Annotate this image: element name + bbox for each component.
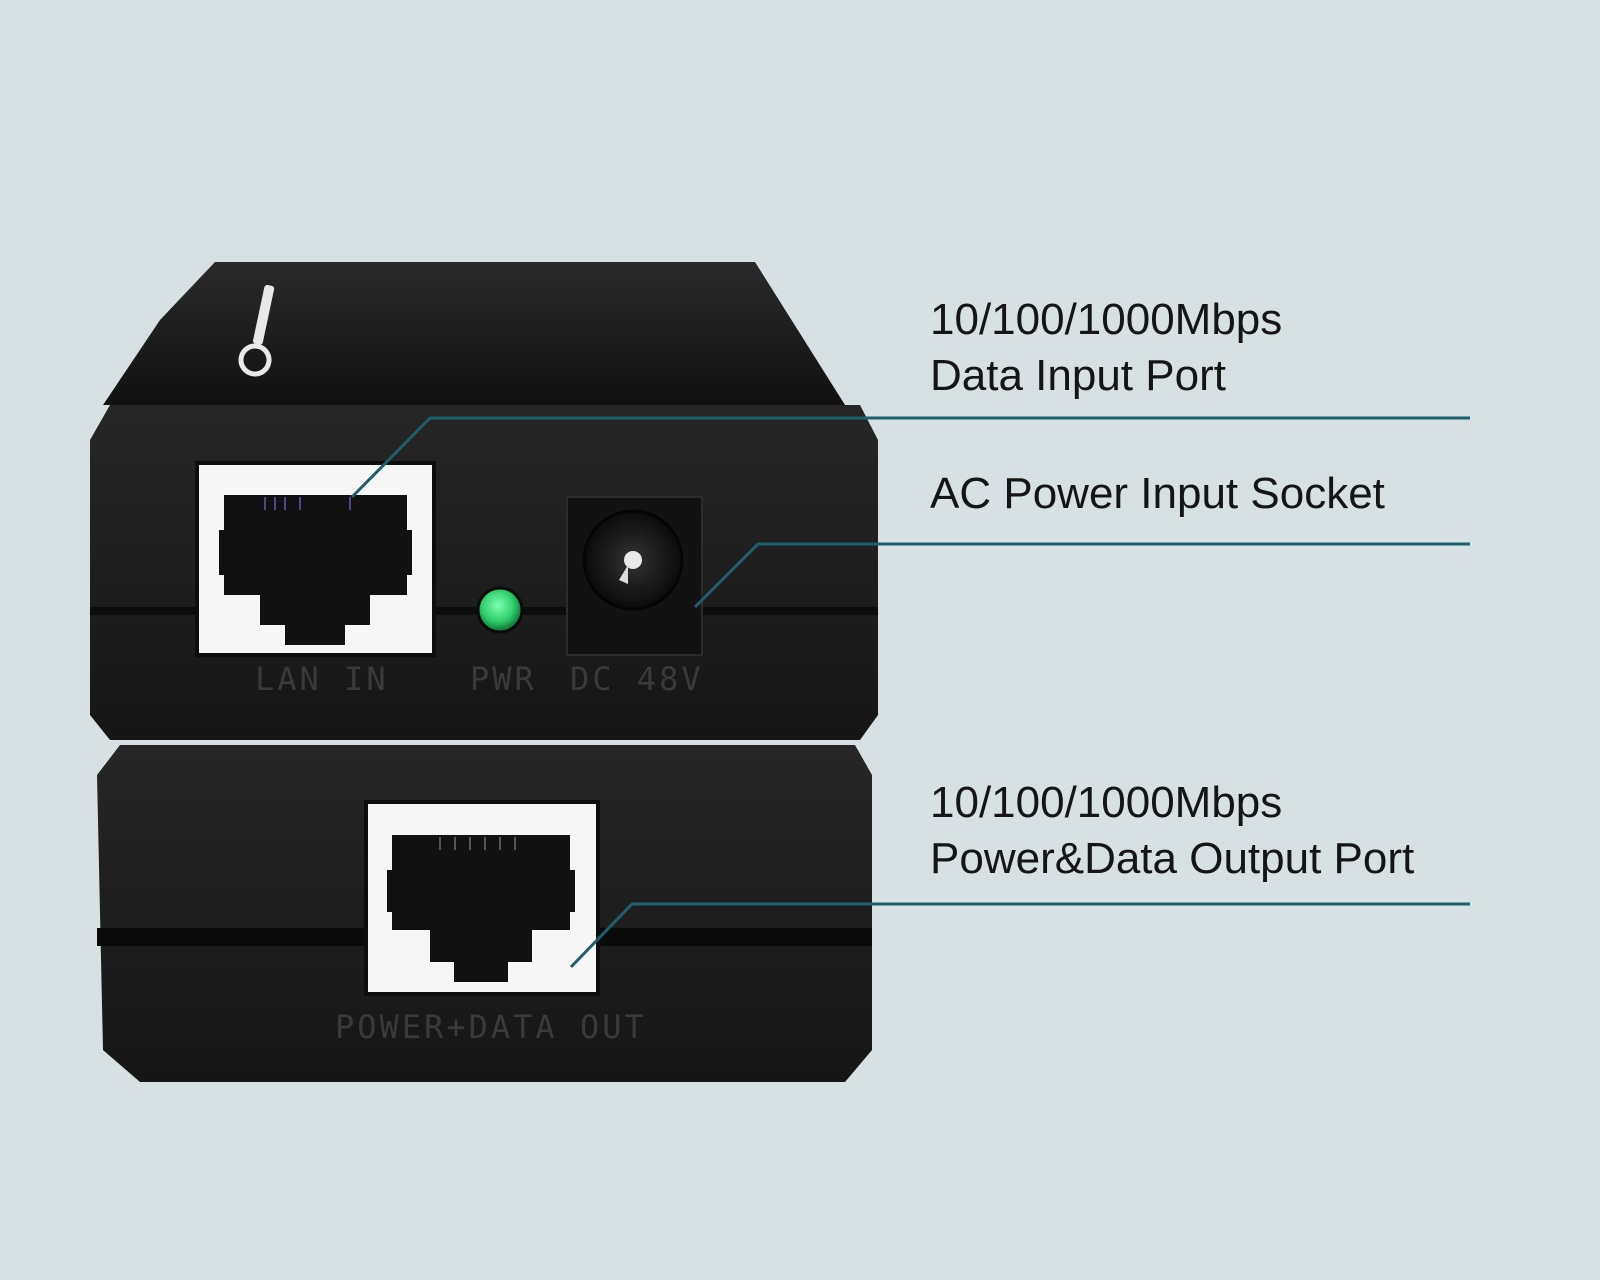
callout-leaders	[350, 416, 1470, 969]
callout-output-port: 10/100/1000Mbps Power&Data Output Port	[930, 775, 1414, 887]
injector-upper-unit: LAN IN PWR DC 48V	[90, 262, 878, 740]
tp-link-logo	[238, 284, 275, 377]
callout-line: Data Input Port	[930, 351, 1226, 400]
dc-power-socket	[566, 496, 703, 656]
pwr-led	[476, 586, 524, 634]
callout-line: 10/100/1000Mbps	[930, 778, 1283, 827]
callout-line: 10/100/1000Mbps	[930, 295, 1283, 344]
lan-in-label: LAN IN	[255, 660, 389, 698]
injector-lower-unit: POWER+DATA OUT	[97, 745, 872, 1082]
callout-line: Power&Data Output Port	[930, 834, 1415, 883]
leader-output	[569, 902, 1470, 969]
leader-data-input	[350, 416, 1470, 499]
callout-data-input-port: 10/100/1000Mbps Data Input Port	[930, 292, 1282, 404]
leader-ac-socket	[693, 542, 1470, 609]
device-top-face	[103, 262, 845, 405]
callout-line: AC Power Input Socket	[930, 469, 1385, 518]
dc-label: DC 48V	[570, 660, 704, 698]
power-data-out-port	[364, 800, 600, 996]
callout-ac-power-socket: AC Power Input Socket	[930, 466, 1385, 522]
lan-in-port	[195, 461, 436, 657]
pwr-label: PWR	[470, 660, 537, 698]
power-data-out-label: POWER+DATA OUT	[335, 1008, 647, 1046]
